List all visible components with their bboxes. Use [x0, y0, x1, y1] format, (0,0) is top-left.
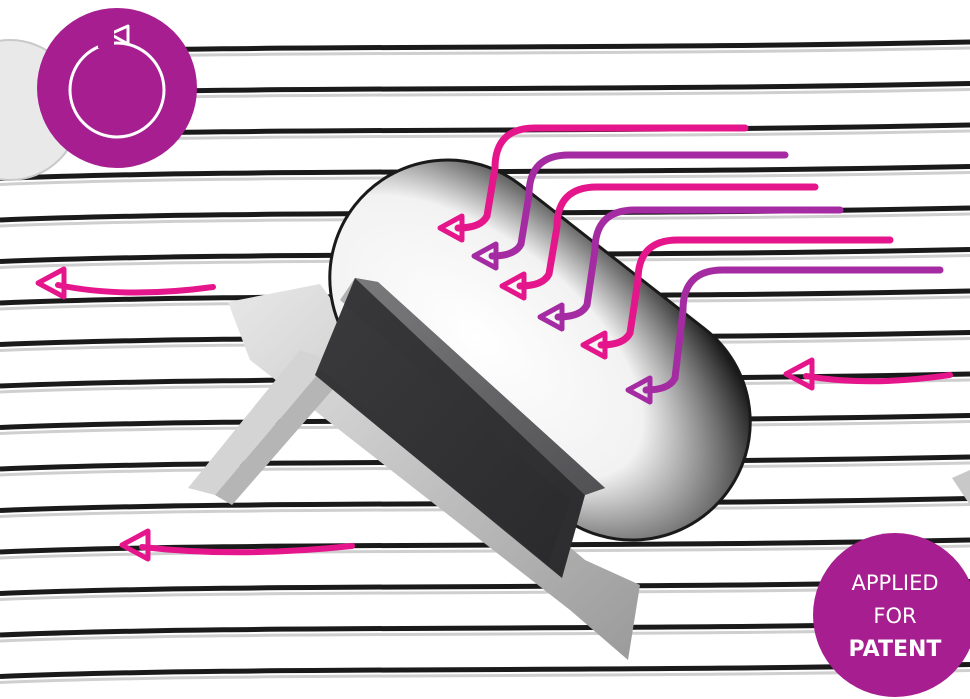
arrow-left-icon — [58, 285, 213, 293]
patent-badge-line-1: APPLIED — [835, 573, 955, 594]
patent-badge-line-2: FOR — [835, 606, 955, 627]
rotation-badge — [37, 8, 197, 168]
patent-badge-line-3: PATENT — [835, 639, 955, 661]
